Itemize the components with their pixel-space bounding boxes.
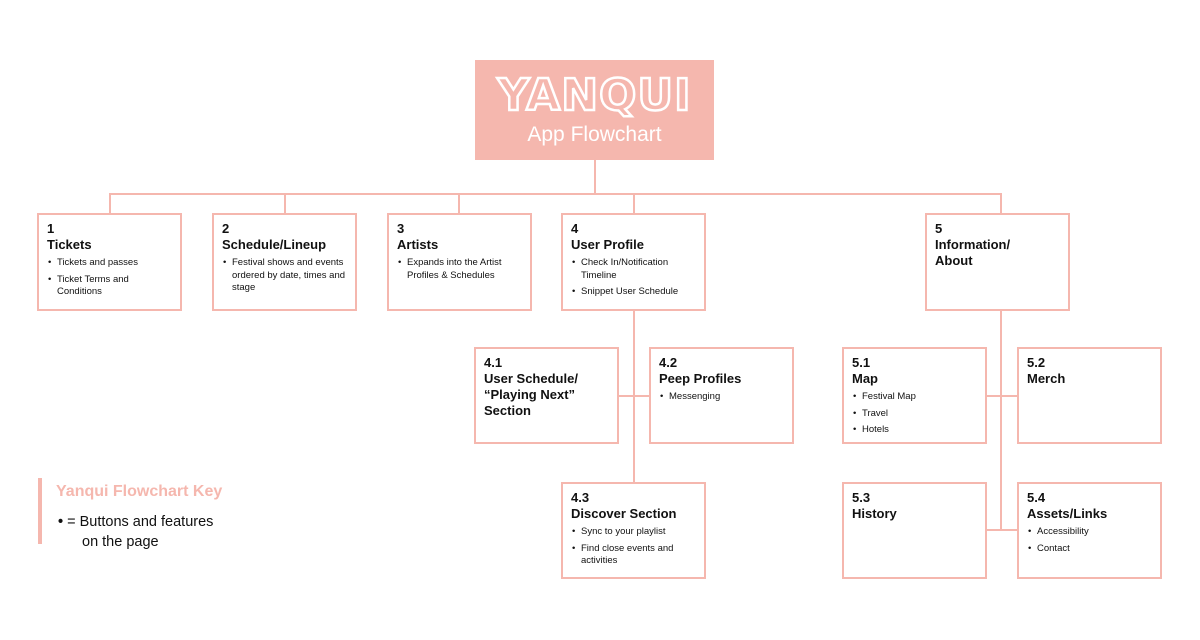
node-bullet: Expands into the Artist Profiles & Sched… (397, 257, 522, 282)
connector-to-schedule (284, 193, 286, 214)
connector-info-branch-lower (986, 529, 1018, 531)
key-title: Yanqui Flowchart Key (56, 483, 223, 500)
node-peep-profiles: 4.2 Peep Profiles Messenging (649, 347, 794, 444)
node-bullet: Contact (1027, 543, 1152, 556)
node-title: Tickets (47, 237, 92, 252)
yanqui-logo: YANQUI (496, 69, 692, 123)
node-user-schedule: 4.1 User Schedule/ “Playing Next” Sectio… (474, 347, 619, 444)
node-tickets: 1 Tickets Tickets and passes Ticket Term… (37, 213, 182, 311)
node-title: User Schedule/ “Playing Next” Section (484, 371, 578, 418)
node-number: 4.1 (484, 355, 503, 370)
node-bullet: Festival shows and events ordered by dat… (222, 257, 347, 295)
node-bullet: Hotels (852, 424, 977, 437)
node-schedule: 2 Schedule/Lineup Festival shows and eve… (212, 213, 357, 311)
bullet-symbol: • (58, 514, 64, 530)
connector-to-artists (458, 193, 460, 214)
node-bullet: Sync to your playlist (571, 526, 696, 539)
node-number: 5.3 (852, 490, 871, 505)
key-text-line2: on the page (82, 534, 159, 550)
node-bullet: Check In/Notification Timeline (571, 257, 696, 282)
node-map: 5.1 Map Festival Map Travel Hotels (842, 347, 987, 444)
node-number: 5.1 (852, 355, 871, 370)
flowchart-header: YANQUI App Flowchart (475, 60, 714, 160)
node-bullet: Find close events and activities (571, 543, 696, 568)
node-title: Assets/Links (1027, 506, 1108, 521)
node-number: 4 (571, 221, 579, 236)
node-title: Artists (397, 237, 439, 252)
node-title: Map (852, 371, 878, 386)
node-number: 4.2 (659, 355, 678, 370)
key-accent-bar (38, 478, 42, 544)
connector-to-info (1000, 193, 1002, 214)
connector-header-down (594, 160, 596, 194)
node-bullet: Messenging (659, 391, 784, 404)
connector-to-profile (633, 193, 635, 214)
node-assets-links: 5.4 Assets/Links Accessibility Contact (1017, 482, 1162, 579)
node-merch: 5.2 Merch (1017, 347, 1162, 444)
key-text-line1: = Buttons and features (63, 514, 214, 530)
node-title: Information/ About (935, 237, 1011, 268)
node-bullet: Snippet User Schedule (571, 286, 696, 299)
node-bullet: Tickets and passes (47, 257, 172, 270)
node-bullet: Accessibility (1027, 526, 1152, 539)
node-number: 4.3 (571, 490, 590, 505)
header-subtitle: App Flowchart (527, 123, 662, 146)
key-entry: • = Buttons and features on the page (58, 512, 258, 552)
node-discover-section: 4.3 Discover Section Sync to your playli… (561, 482, 706, 579)
node-number: 1 (47, 221, 55, 236)
node-bullet: Travel (852, 408, 977, 421)
node-number: 3 (397, 221, 405, 236)
node-number: 5.2 (1027, 355, 1046, 370)
node-title: User Profile (571, 237, 644, 252)
node-information-about: 5 Information/ About (925, 213, 1070, 311)
node-bullet: Ticket Terms and Conditions (47, 274, 172, 299)
node-title: Peep Profiles (659, 371, 742, 386)
connector-info-branch-upper (986, 395, 1018, 397)
connector-top-bus (109, 193, 1002, 195)
connector-info-down (1000, 310, 1002, 530)
node-number: 2 (222, 221, 230, 236)
node-number: 5.4 (1027, 490, 1046, 505)
node-title: Merch (1027, 371, 1066, 386)
node-title: History (852, 506, 897, 521)
connector-to-tickets (109, 193, 111, 214)
node-title: Discover Section (571, 506, 677, 521)
node-title: Schedule/Lineup (222, 237, 327, 252)
node-user-profile: 4 User Profile Check In/Notification Tim… (561, 213, 706, 311)
node-number: 5 (935, 221, 943, 236)
connector-profile-branch (618, 395, 651, 397)
node-artists: 3 Artists Expands into the Artist Profil… (387, 213, 532, 311)
node-history: 5.3 History (842, 482, 987, 579)
node-bullet: Festival Map (852, 391, 977, 404)
